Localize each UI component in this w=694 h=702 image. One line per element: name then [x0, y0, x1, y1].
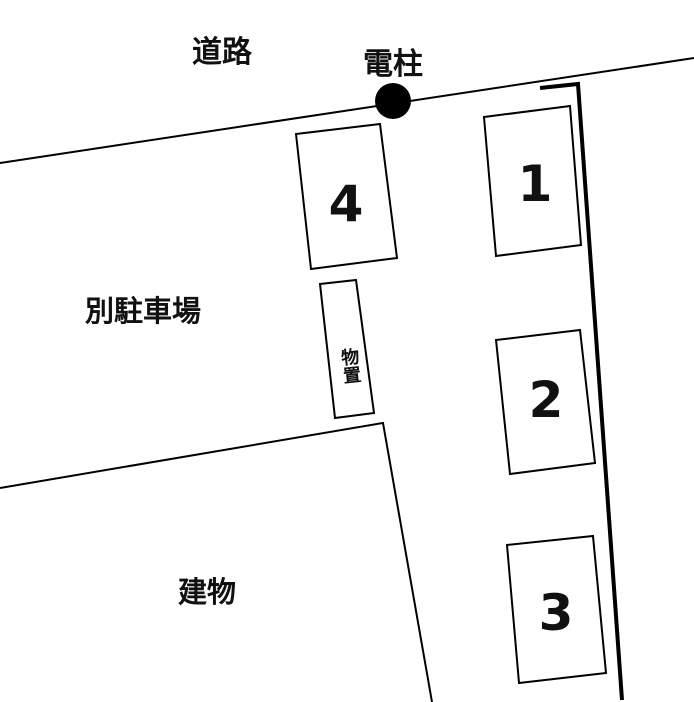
- road-label: 道路: [192, 35, 253, 70]
- parking-space-3: [505, 534, 608, 685]
- utility-pole-marker: [375, 83, 411, 119]
- road-boundary-line: [0, 57, 694, 164]
- space-number-3: 3: [539, 584, 574, 642]
- parking-space-2: [494, 328, 597, 476]
- storage-shed: [318, 278, 376, 420]
- parking-space-1: [482, 104, 583, 258]
- building-boundary-line: [0, 421, 433, 702]
- building-label: 建物: [178, 575, 236, 609]
- space-number-1: 1: [518, 155, 553, 213]
- pole-label: 電柱: [363, 47, 423, 82]
- other-parking-label: 別駐車場: [85, 294, 201, 328]
- parking-space-4: [294, 122, 399, 271]
- storage-label: 物置: [337, 346, 362, 385]
- space-number-2: 2: [529, 371, 564, 429]
- fence-line: [539, 81, 624, 701]
- space-number-4: 4: [329, 175, 364, 233]
